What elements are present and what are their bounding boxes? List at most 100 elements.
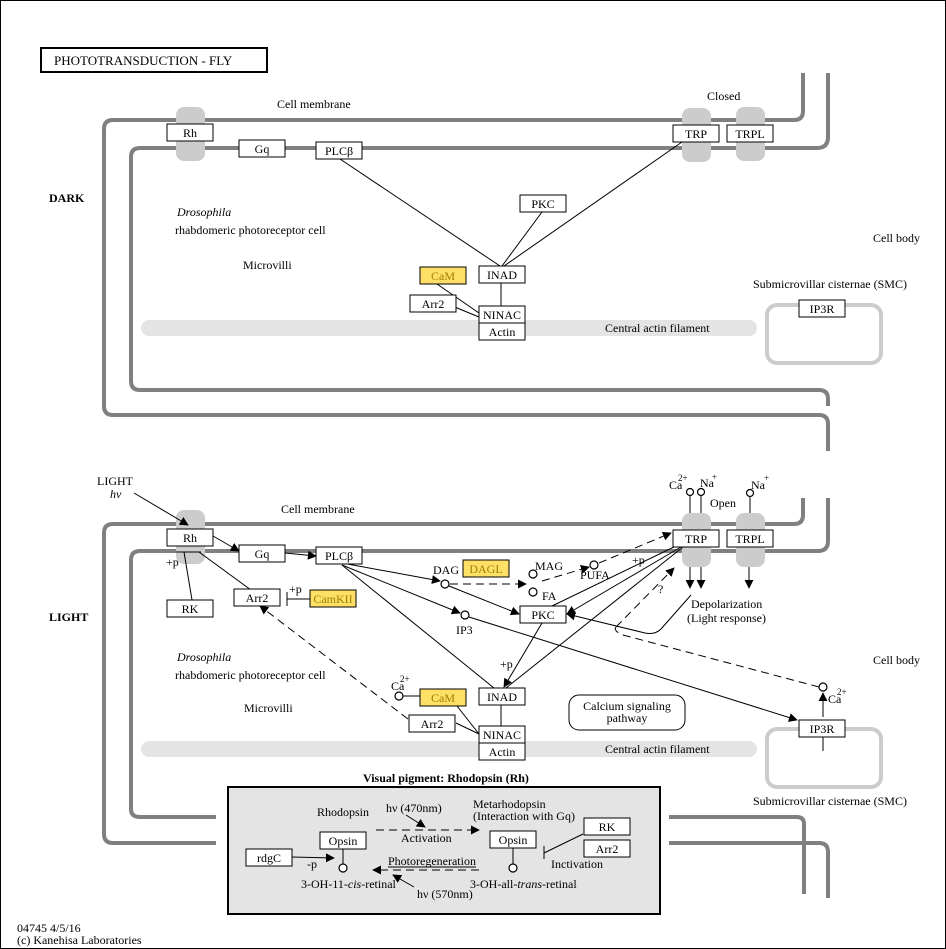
gene-node-ninac[interactable]: NINAC (478, 305, 526, 324)
metabolite-fa[interactable] (528, 587, 538, 597)
section-label-light: LIGHT (49, 610, 88, 624)
phospho-label: +p (632, 553, 645, 567)
gene-node-inad[interactable]: INAD (478, 687, 526, 706)
feedback-ca-smc (614, 626, 820, 688)
arrow-rdgc-opsin (291, 853, 335, 863)
diagram-element (685, 487, 695, 497)
cell-membrane-label: Cell membrane (281, 502, 355, 516)
edge-rh-rk (183, 551, 193, 601)
metabolite-mag[interactable] (528, 569, 538, 579)
gene-node-box (672, 529, 720, 548)
metabolite-ca-smc[interactable] (818, 682, 828, 692)
gene-node-label: Actin (489, 745, 516, 759)
gene-node-ninac[interactable]: NINAC (478, 725, 526, 744)
arrow-trp-pkc (566, 546, 682, 615)
metabolite-ip3[interactable] (460, 610, 470, 620)
gene-node-label: Actin (489, 325, 516, 339)
gene-node-dagl[interactable]: DAGL (462, 559, 510, 578)
diagram-element: Ca (669, 478, 683, 492)
gene-node-label: Rh (183, 531, 197, 545)
gene-node-label: RK (599, 820, 616, 834)
ca-charge: 2+ (400, 674, 410, 684)
inhibit-rk-arr2-opsin (543, 833, 584, 854)
actin-filament-dark (141, 320, 757, 336)
unknown-label: ? (658, 582, 663, 596)
gene-node-trp[interactable]: TRP (672, 529, 720, 548)
gene-node-actin[interactable]: Actin (478, 322, 526, 341)
gene-node-camkii[interactable]: CamKII (309, 589, 357, 608)
gene-node-box (462, 559, 510, 578)
gene-node-arr2[interactable]: Arr2 (233, 588, 281, 607)
gene-node-opsin-metarhodopsin[interactable]: Opsin (489, 830, 537, 849)
cell-membrane-label: Cell membrane (277, 97, 351, 111)
gene-node-rk[interactable]: RK (583, 817, 631, 836)
hv-label: hν (110, 487, 122, 501)
arrow-pufa-trp (598, 531, 672, 564)
light-response-label: (Light response) (687, 611, 766, 625)
gene-node-rdgc[interactable]: rdgC (245, 848, 293, 867)
gene-node-ip3r[interactable]: IP3R (798, 299, 846, 318)
metabolite-pufa[interactable] (589, 560, 599, 570)
gene-node-box (233, 588, 281, 607)
gene-node-pkc[interactable]: PKC (519, 605, 567, 624)
gene-node-opsin-rhodopsin[interactable]: Opsin (319, 831, 367, 850)
gene-node-ip3r[interactable]: IP3R (798, 719, 846, 738)
gene-node-box (519, 605, 567, 624)
metabolite-trans-retinal[interactable] (508, 863, 518, 873)
cell-type-label: rhabdomeric photoreceptor cell (175, 668, 326, 682)
smc-label: Submicrovillar cisternae (SMC) (753, 277, 907, 291)
gene-node-rh[interactable]: Rh (166, 123, 214, 142)
gene-node-inad[interactable]: INAD (478, 265, 526, 284)
activation-label: Activation (401, 831, 452, 845)
gene-node-rk[interactable]: RK (166, 599, 214, 618)
diagram-element (745, 488, 755, 498)
arrow-dag-pkc (448, 585, 520, 616)
gene-node-box (478, 322, 526, 341)
gene-node-gq[interactable]: Gq (238, 544, 286, 563)
gene-node-box (309, 589, 357, 608)
gene-node-cam[interactable]: CaM (419, 688, 467, 707)
gene-node-label: Opsin (499, 833, 528, 847)
gene-node-plcb[interactable]: PLCβ (315, 141, 363, 160)
title-box: PHOTOTRANSDUCTION - FLY (40, 47, 268, 73)
metabolite-dag[interactable] (440, 579, 450, 589)
gene-node-box (315, 546, 363, 565)
inner-membrane-dark (129, 73, 830, 392)
metabolite-cis-retinal[interactable] (338, 863, 348, 873)
ion-na-trpl: Na + (745, 473, 769, 513)
ca-label: Ca (391, 679, 405, 693)
open-label: Open (710, 496, 736, 510)
calcium-signaling-pathway-link[interactable]: Calcium signaling pathway (568, 694, 686, 731)
gene-node-trpl[interactable]: TRPL (726, 124, 774, 143)
gene-node-gq[interactable]: Gq (238, 139, 286, 158)
ion-ca-trp: Ca 2+ (669, 473, 695, 513)
gene-node-pkc[interactable]: PKC (519, 194, 567, 213)
metabolite-ip3-label: IP3 (456, 623, 473, 637)
gene-node-trpl[interactable]: TRPL (726, 529, 774, 548)
depolarization-label: Depolarization (691, 597, 762, 611)
diagram-element (696, 487, 706, 497)
gene-node-rh[interactable]: Rh (166, 528, 214, 547)
gene-node-plcb[interactable]: PLCβ (315, 546, 363, 565)
gene-node-label: TRP (685, 127, 707, 141)
edge-cam-ninac (436, 283, 480, 314)
gene-node-arr2-lower[interactable]: Arr2 (408, 714, 456, 733)
ca-charge: 2+ (837, 687, 847, 697)
gene-node-cam[interactable]: CaM (419, 266, 467, 285)
metabolite-ca-cam[interactable] (394, 691, 404, 701)
metabolite-pufa-label: PUFA (580, 568, 610, 582)
arrow-ip3-ip3r (468, 616, 798, 722)
gene-node-box (478, 265, 526, 284)
text-span: trans (517, 877, 542, 891)
gene-node-arr2[interactable]: Arr2 (583, 839, 631, 858)
edge-pkc-inad (501, 211, 543, 267)
gene-node-label: CamKII (313, 592, 352, 606)
gene-node-arr2[interactable]: Arr2 (409, 294, 457, 313)
visual-pigment-panel: Visual pigment: Rhodopsin (Rh) Rhodopsin… (227, 771, 661, 915)
edge-plcb-inad (339, 158, 501, 267)
gene-node-actin[interactable]: Actin (478, 742, 526, 761)
gene-node-trp[interactable]: TRP (672, 124, 720, 143)
arrow-mag-pufa (541, 564, 590, 582)
arrow-arr2-translocation (259, 605, 409, 720)
